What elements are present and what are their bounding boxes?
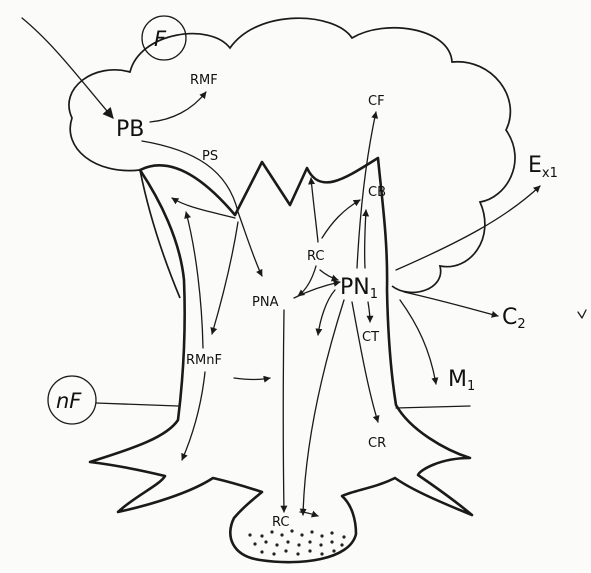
arrow-pna-to-pn xyxy=(294,282,340,298)
label-rc-lower: RC xyxy=(272,515,289,530)
right-horizontal-line xyxy=(396,406,470,408)
cloud-outline xyxy=(69,18,515,292)
label-ct: CT xyxy=(362,330,379,345)
arrow-rc-to-cb xyxy=(322,200,360,238)
arrow-pn-to-c2 xyxy=(404,292,498,316)
label-pb: PB xyxy=(116,117,144,142)
brainstem-outline xyxy=(90,158,472,562)
arrow-pn-to-ex1 xyxy=(396,186,540,270)
label-ex1: Ex1 xyxy=(528,153,558,181)
arrow-pn-to-rc-lower xyxy=(303,300,344,515)
arrow-rmnf-to-upper-left xyxy=(186,212,203,348)
arrow-pn-to-ct xyxy=(368,302,370,322)
label-ps: PS xyxy=(202,149,218,164)
arrow-rmnf-to-right xyxy=(234,378,270,380)
arrow-rmnf-to-lower-left xyxy=(182,372,205,460)
label-rmf: RMF xyxy=(190,73,218,88)
nf-line xyxy=(96,403,178,406)
arrow-pn-to-m1 xyxy=(400,300,436,384)
label-cf: CF xyxy=(368,94,385,109)
label-rc-upper: RC xyxy=(307,249,324,264)
arrow-ps-to-upper-left xyxy=(172,198,235,218)
arrow-rc-to-top xyxy=(311,178,318,242)
dotted-base xyxy=(248,529,345,555)
label-pna: PNA xyxy=(252,295,279,310)
label-cb: CB xyxy=(368,185,386,200)
label-f: F xyxy=(154,27,167,51)
arrow-ps-to-rmnf xyxy=(212,222,238,334)
arrow-pn-to-cb xyxy=(365,210,366,268)
label-cr: CR xyxy=(368,436,386,451)
arrow-input-to-pb xyxy=(22,18,113,118)
label-nf: nF xyxy=(56,389,82,413)
arrow-pb-to-rmf xyxy=(150,92,206,122)
arrow-pn-to-upper xyxy=(318,290,335,335)
label-pn: PN1 xyxy=(340,275,378,302)
label-m1: M1 xyxy=(448,367,475,394)
edge-tick-mark xyxy=(578,310,586,318)
arrow-pn-to-cr xyxy=(352,302,378,422)
label-c2: C2 xyxy=(502,305,526,332)
arrow-pna-to-rc-lower xyxy=(283,310,284,512)
arrow-rc-to-pn xyxy=(320,270,338,280)
label-rmnf: RMnF xyxy=(186,353,222,368)
